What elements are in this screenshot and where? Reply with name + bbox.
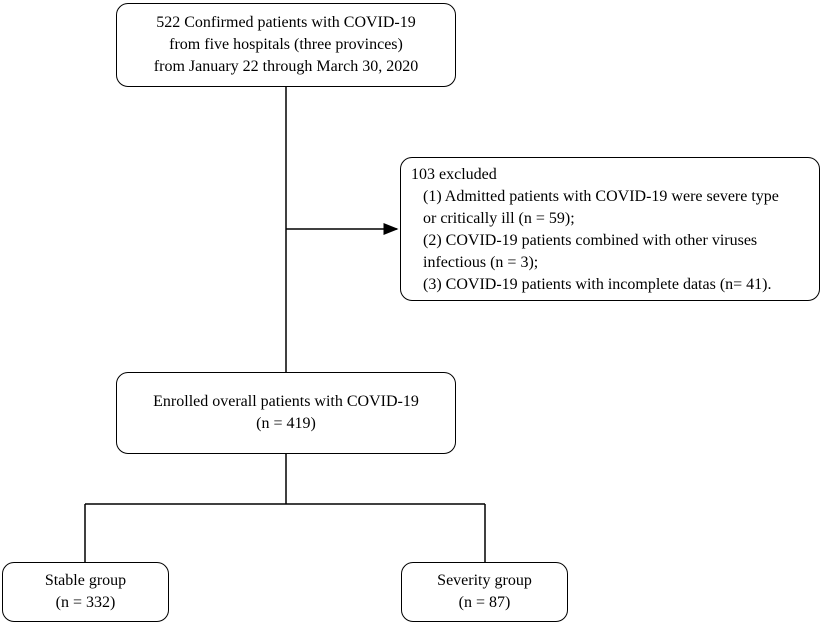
enrolled-patients-box: Enrolled overall patients with COVID-19 … bbox=[116, 372, 456, 454]
excluded-title: 103 excluded bbox=[411, 166, 497, 183]
stable-group-label: Stable group bbox=[44, 572, 127, 589]
enrolled-line-1: Enrolled overall patients with COVID-19 bbox=[153, 393, 419, 410]
excluded-item-line: (2) COVID-19 patients combined with othe… bbox=[423, 232, 758, 249]
excluded-item-line: or critically ill (n = 59); bbox=[423, 210, 575, 227]
source-line-2: from five hospitals (three provinces) bbox=[169, 36, 403, 53]
excluded-item-line: infectious (n = 3); bbox=[423, 254, 539, 271]
severity-group-count: (n = 87) bbox=[458, 594, 511, 611]
excluded-item-line: (3) COVID-19 patients with incomplete da… bbox=[423, 276, 772, 293]
source-line-1: 522 Confirmed patients with COVID-19 bbox=[156, 14, 416, 31]
enrolled-line-2: (n = 419) bbox=[256, 415, 316, 432]
severity-group-box: Severity group (n = 87) bbox=[401, 562, 568, 622]
source-line-3: from January 22 through March 30, 2020 bbox=[153, 58, 419, 75]
stable-group-box: Stable group (n = 332) bbox=[2, 562, 169, 622]
source-patients-box: 522 Confirmed patients with COVID-19 fro… bbox=[116, 3, 456, 87]
excluded-item-line: (1) Admitted patients with COVID-19 were… bbox=[423, 188, 779, 205]
severity-group-label: Severity group bbox=[437, 572, 532, 589]
stable-group-count: (n = 332) bbox=[55, 594, 116, 611]
excluded-patients-box: 103 excluded (1) Admitted patients with … bbox=[400, 157, 820, 301]
